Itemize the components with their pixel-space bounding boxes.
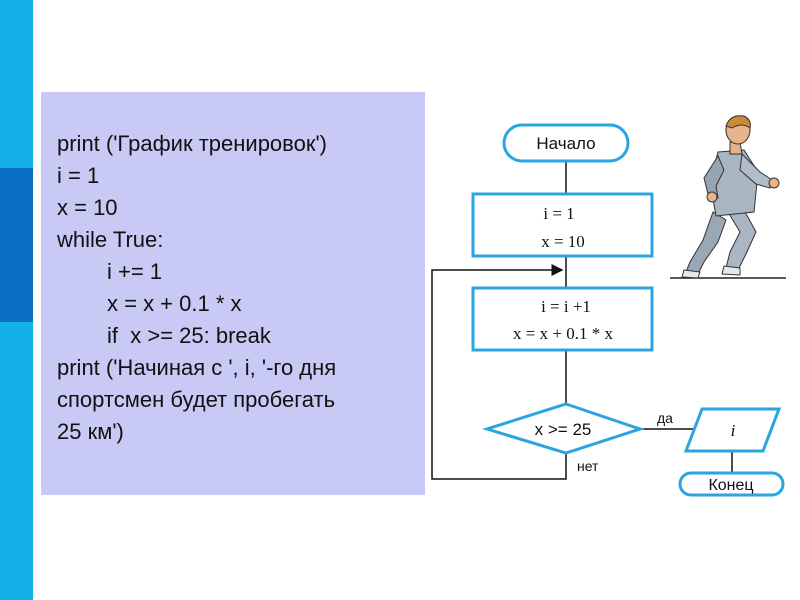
body-line-1: i = i +1 <box>541 297 591 316</box>
start-label: Начало <box>536 134 595 153</box>
running-man-icon <box>668 112 788 282</box>
yes-label: да <box>657 410 673 426</box>
condition-label: x >= 25 <box>535 420 592 439</box>
init-line-1: i = 1 <box>543 204 574 223</box>
output-label: i <box>731 421 736 440</box>
init-line-2: x = 10 <box>541 232 585 251</box>
end-label: Конец <box>708 477 753 494</box>
no-label: нет <box>577 458 599 474</box>
body-line-2: x = x + 0.1 * x <box>513 324 613 343</box>
